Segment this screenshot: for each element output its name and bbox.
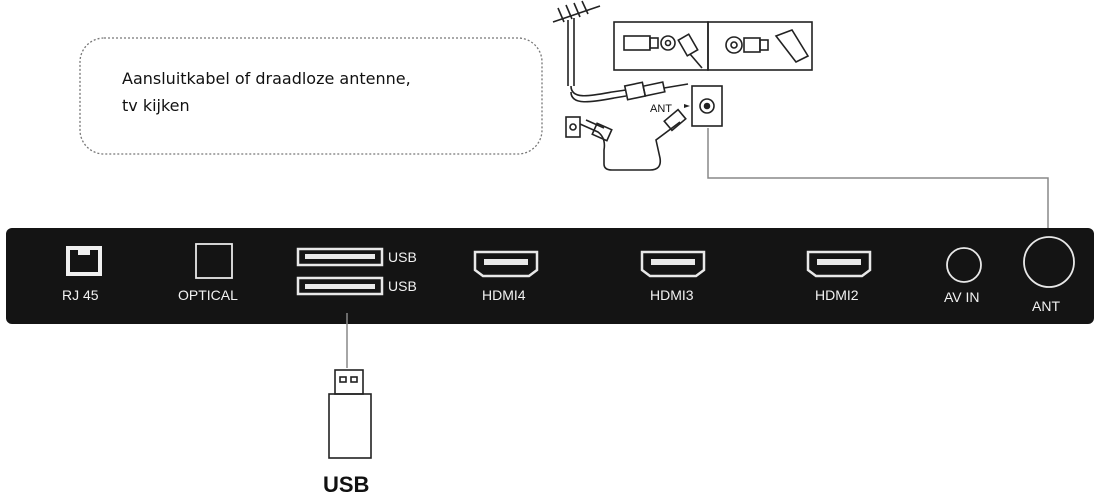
usb-top-label: USB <box>388 249 417 265</box>
av-jack-icon <box>946 247 982 283</box>
ant-jack-icon <box>1023 236 1075 288</box>
optical-label: OPTICAL <box>178 287 238 303</box>
hdmi-port-icon <box>806 250 872 278</box>
callout-bubble <box>79 37 543 155</box>
panel-background <box>6 228 1094 324</box>
optical-jack-icon <box>195 243 233 279</box>
rj45-label: RJ 45 <box>62 287 99 303</box>
port-hdmi3[interactable]: HDMI3 <box>640 250 706 303</box>
plug-detail-left <box>613 21 709 71</box>
antenna-inset: ANT <box>552 0 813 171</box>
hdmi4-label: HDMI4 <box>482 287 526 303</box>
port-optical[interactable]: OPTICAL <box>178 243 238 303</box>
connection-panel: RJ 45 OPTICAL USB USB HDMI4 HDMI3 <box>6 228 1094 324</box>
antenna-cable <box>570 85 627 97</box>
port-ant[interactable]: ANT <box>1023 236 1075 314</box>
usb-device-label: USB <box>323 472 369 497</box>
port-usb-top[interactable]: USB <box>296 247 417 267</box>
usb-stick-icon <box>328 369 372 459</box>
callout-line-2: tv kijken <box>122 96 190 115</box>
ant-label: ANT <box>1032 298 1060 314</box>
port-rj45[interactable]: RJ 45 <box>62 246 102 303</box>
port-usb-bottom[interactable]: USB <box>296 276 417 296</box>
port-hdmi2[interactable]: HDMI2 <box>806 250 872 303</box>
port-hdmi4[interactable]: HDMI4 <box>473 250 539 303</box>
usb-slot-icon <box>296 247 384 267</box>
usb-slot-icon <box>296 276 384 296</box>
antenna-icon <box>552 0 601 86</box>
callout-line-1: Aansluitkabel of draadloze antenne, <box>122 69 411 88</box>
hdmi2-label: HDMI2 <box>815 287 859 303</box>
wall-socket-icon <box>565 116 581 138</box>
port-av-in[interactable]: AV IN <box>944 247 982 305</box>
inset-ant-jack <box>691 85 723 127</box>
coax-plug-icon <box>623 81 689 101</box>
av-in-label: AV IN <box>944 289 980 305</box>
ant-connector-line <box>707 128 1049 234</box>
usb-device: USB <box>323 313 372 497</box>
hdmi-port-icon <box>473 250 539 278</box>
usb-bottom-label: USB <box>388 278 417 294</box>
plug-detail-right <box>707 21 813 71</box>
hdmi3-label: HDMI3 <box>650 287 694 303</box>
callout: Aansluitkabel of draadloze antenne, tv k… <box>79 37 543 155</box>
hdmi-port-icon <box>640 250 706 278</box>
inset-ant-label: ANT <box>650 103 672 115</box>
